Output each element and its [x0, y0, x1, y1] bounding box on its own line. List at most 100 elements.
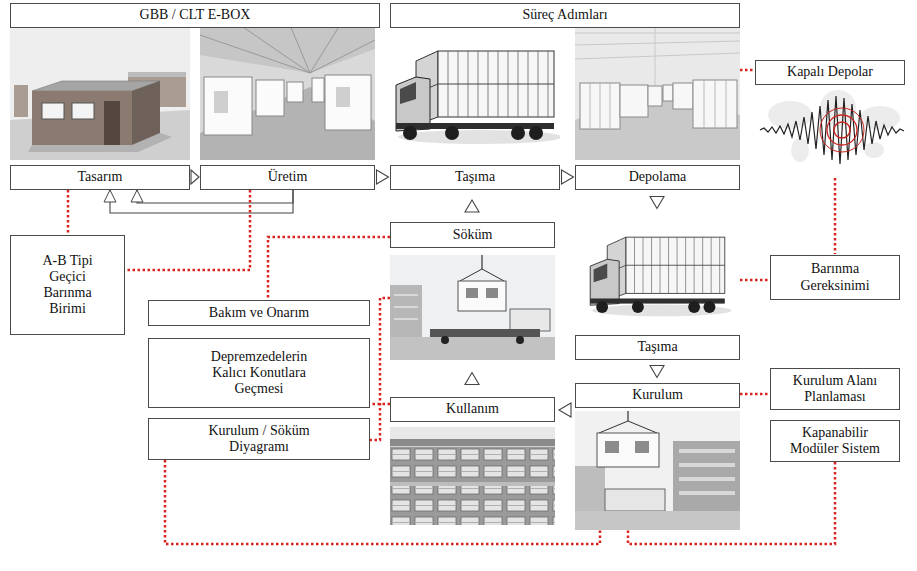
settlement-photo [390, 427, 555, 525]
box-text: Barınma Gereksinimi [786, 261, 884, 293]
flow-arrow [559, 403, 571, 417]
box-text: Taşıma [455, 169, 495, 185]
design-render-photo [72, 103, 94, 119]
dismantling-photo [390, 255, 555, 360]
note-box: Kurulum Alanı Planlaması [770, 368, 900, 410]
design-render-photo [132, 81, 160, 145]
installation-photo [599, 421, 657, 433]
seismogram-picture [791, 138, 809, 162]
dismantling-photo [481, 255, 482, 269]
header-box: GBB / CLT E-BOX [10, 3, 380, 28]
warehouse-photo [663, 85, 673, 101]
note-box: Kapalı Depolar [755, 60, 905, 85]
flow-arrow [377, 170, 389, 184]
flow-arrow [562, 170, 574, 184]
dismantling-photo [516, 336, 524, 344]
dotted-link [740, 393, 770, 396]
box-text: Depremzedelerin Kalıcı Konutlara Geçmesi [199, 349, 319, 397]
design-render-photo [10, 25, 190, 160]
warehouse-photo [648, 86, 662, 106]
seismogram-picture [827, 115, 857, 145]
warehouse-photo [575, 25, 740, 160]
dotted-link [165, 460, 600, 544]
installation-photo [605, 441, 619, 453]
process-step: Söküm [390, 222, 555, 360]
box-text: Tasarım [78, 169, 123, 185]
flow-arrow [465, 373, 479, 385]
factory-photo [200, 25, 375, 160]
settlement-photo [390, 439, 555, 446]
design-render-photo [32, 91, 132, 145]
warehouse-photo [575, 25, 740, 85]
installation-photo [605, 489, 665, 511]
factory-photo [325, 75, 371, 130]
flow-arrow [191, 170, 199, 184]
warehouse-photo [673, 83, 693, 109]
box-text: Kullanım [446, 401, 499, 417]
note-box: Barınma Gereksinimi [770, 255, 900, 300]
note-box: A-B Tipi Geçici Barınma Birimi [10, 235, 125, 335]
factory-photo [312, 78, 324, 102]
installation-photo [575, 411, 740, 530]
truck-photo [390, 25, 562, 160]
step-label-box: Depolama [575, 165, 740, 190]
box-text: Kurulum Alanı Planlaması [781, 373, 889, 405]
note-box: Kapanabilir Modüler Sistem [770, 420, 900, 462]
step-label-box: Kullanım [390, 397, 555, 422]
design-render-photo [10, 25, 190, 160]
feedback-arrow [110, 190, 293, 213]
process-step: Kurulum [575, 383, 740, 530]
flow-arrow [650, 197, 664, 209]
feedback-arrow [137, 190, 293, 203]
process-step: Taşıma [575, 215, 740, 360]
installation-photo [679, 451, 735, 493]
factory-photo [204, 77, 252, 135]
dismantling-photo [394, 295, 418, 319]
box-text: Süreç Adımları [522, 7, 607, 23]
installation-photo [635, 441, 649, 453]
dismantling-photo [390, 285, 422, 340]
box-text: Bakım ve Onarım [209, 305, 309, 321]
dotted-link [740, 279, 770, 282]
installation-photo [575, 411, 740, 530]
box-text: GBB / CLT E-BOX [140, 7, 251, 23]
dismantling-photo [460, 269, 504, 281]
header-box: Süreç Adımları [390, 3, 740, 28]
settlement-photo [390, 427, 555, 441]
dismantling-photo [441, 336, 449, 344]
settlement-photo [390, 427, 555, 525]
step-label-box: Söküm [390, 222, 555, 248]
step-label-box: Taşıma [390, 165, 560, 190]
step-label-box: Taşıma [575, 335, 740, 360]
dismantling-photo [458, 281, 506, 311]
note-box: Bakım ve Onarım [148, 300, 370, 326]
box-text: Kapalı Depolar [787, 64, 873, 80]
process-step: Depolama [575, 25, 740, 190]
dismantling-photo [510, 309, 550, 331]
process-step: Taşıma [390, 25, 560, 190]
warehouse-photo [575, 25, 740, 160]
box-text: Depolama [629, 169, 687, 185]
flow-arrow [465, 200, 479, 212]
dotted-link [740, 69, 755, 72]
dotted-link [268, 237, 390, 300]
design-render-photo [104, 101, 120, 145]
warehouse-photo [620, 85, 648, 117]
box-text: Kurulum [632, 387, 683, 403]
installation-photo [597, 433, 659, 467]
note-box: Depremzedelerin Kalıcı Konutlara Geçmesi [148, 338, 370, 408]
warehouse-photo [580, 83, 620, 129]
seismogram-picture [760, 90, 904, 254]
box-text: Söküm [453, 227, 493, 243]
dismantling-photo [390, 255, 555, 360]
factory-photo [200, 25, 375, 160]
dotted-link [125, 190, 250, 270]
seismogram-picture [834, 122, 850, 138]
factory-photo [256, 80, 284, 116]
factory-photo [336, 87, 350, 107]
installation-photo [627, 411, 628, 421]
dotted-link [370, 403, 390, 406]
process-step: Tasarım [10, 25, 190, 190]
seismogram-picture [864, 142, 884, 158]
